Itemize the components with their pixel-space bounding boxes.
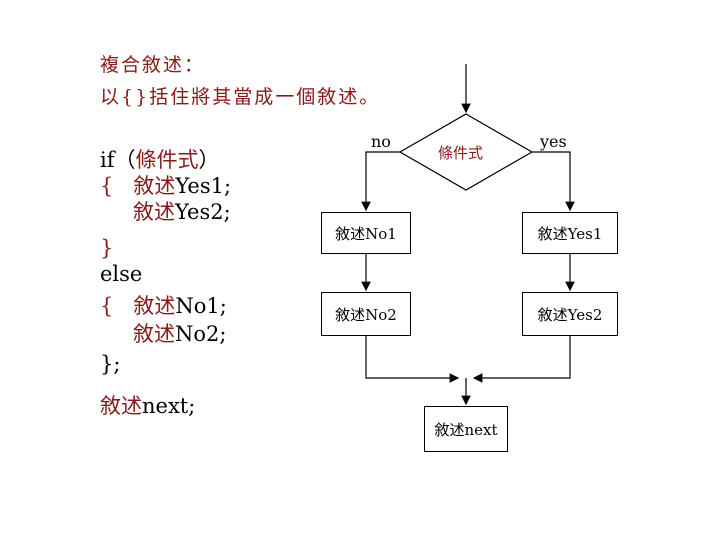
code-line-next: 敘述next;	[100, 394, 195, 418]
no-merge-line	[365, 336, 460, 383]
no-label: no	[371, 132, 391, 151]
close-brace-1: }	[100, 236, 114, 260]
stmt-no1-zh: 敘述	[133, 294, 176, 318]
code-line-no1: { 敘述No1;	[100, 294, 227, 318]
stmt-yes1: Yes1;	[175, 174, 232, 198]
stmt-next: next;	[142, 394, 196, 418]
box-no2-text: 敘述No2	[335, 305, 397, 324]
box-no2: 敘述No2	[321, 292, 411, 336]
box-yes1-text: 敘述Yes1	[537, 224, 603, 243]
if-close-paren: ）	[198, 148, 220, 172]
box-yes1: 敘述Yes1	[522, 212, 618, 254]
heading-line-1: 複合敘述：	[100, 54, 206, 76]
open-brace-2: {	[100, 294, 114, 318]
heading-brace-text: 以{}	[100, 86, 150, 108]
code-line-if: if（條件式）	[100, 148, 220, 172]
if-keyword: if（	[100, 148, 136, 172]
box-yes2-text: 敘述Yes2	[537, 305, 603, 324]
yes-label: yes	[540, 132, 567, 151]
stmt-no2: No2;	[175, 322, 227, 346]
yes-branch-line	[532, 151, 575, 212]
if-condition: 條件式	[135, 148, 199, 172]
box-next-text: 敘述next	[434, 420, 498, 439]
heading-line-2: 以{}括住將其當成一個敘述。	[100, 82, 380, 109]
decision-diamond	[398, 113, 534, 191]
yes-merge-line	[472, 336, 571, 383]
no-branch-line	[361, 151, 400, 212]
box-yes2: 敘述Yes2	[522, 292, 618, 336]
code-line-yes1: { 敘述Yes1;	[100, 174, 231, 198]
box-next: 敘述next	[424, 406, 508, 452]
open-brace-1: {	[100, 174, 114, 198]
heading-rest-text: 括住將其當成一個敘述。	[149, 86, 381, 108]
stmt-yes2-zh: 敘述	[133, 200, 175, 224]
close-brace-2: };	[100, 352, 121, 376]
stmt-no2-zh: 敘述	[133, 322, 175, 346]
stmt-next-zh: 敘述	[100, 394, 142, 418]
box-no1-text: 敘述No1	[335, 224, 397, 243]
box-no1: 敘述No1	[321, 212, 411, 254]
code-line-no2: 敘述No2;	[100, 322, 226, 346]
decision-text: 條件式	[438, 144, 484, 162]
else-keyword: else	[100, 262, 143, 286]
code-line-yes2: 敘述Yes2;	[100, 200, 231, 224]
stmt-no1: No1;	[175, 294, 227, 318]
stmt-yes1-zh: 敘述	[133, 174, 176, 198]
stmt-yes2: Yes2;	[175, 200, 231, 224]
